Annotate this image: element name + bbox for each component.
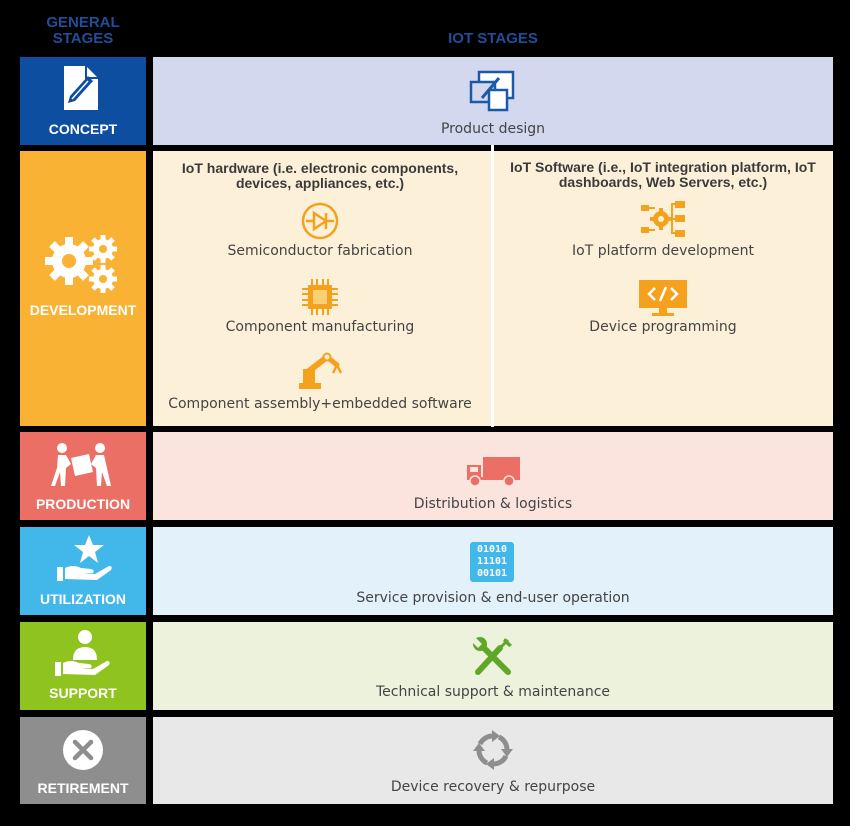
stage-label: DEVELOPMENT (29, 302, 137, 318)
diode-icon (301, 202, 339, 240)
service-provision-text: Service provision & end-user operation (356, 590, 630, 606)
hand-person-icon (55, 630, 110, 676)
device-recovery-text: Device recovery & repurpose (390, 779, 596, 795)
stage-label: UTILIZATION (39, 591, 127, 607)
column-divider (491, 145, 494, 427)
hardware-item-label: Component assembly+embedded software (168, 396, 472, 412)
binary-line: 11101 (476, 556, 508, 567)
stage-utilization: UTILIZATION (20, 527, 146, 615)
iot-stages-header: IOT STAGES (448, 30, 538, 47)
binary-data-icon: 01010 11101 00101 (470, 542, 514, 582)
hardware-heading: IoT hardware (i.e. electronic components… (181, 160, 459, 191)
workers-moving-box-icon (51, 443, 111, 486)
general-stages-header: GENERAL STAGES (46, 14, 120, 47)
gears-icon (45, 235, 117, 293)
stage-concept: CONCEPT (20, 57, 146, 145)
hardware-item-label: Semiconductor fabrication (227, 243, 413, 259)
stage-support: SUPPORT (20, 622, 146, 710)
platform-network-icon (641, 201, 685, 237)
technical-support-text: Technical support & maintenance (375, 684, 611, 700)
software-heading: IoT Software (i.e., IoT integration plat… (510, 159, 816, 190)
stage-development: DEVELOPMENT (20, 151, 146, 426)
hardware-item-label: Component manufacturing (225, 319, 415, 335)
stage-label: RETIREMENT (37, 780, 129, 796)
panel-device-recovery: Device recovery & repurpose (153, 717, 833, 804)
software-item-label: Device programming (589, 319, 737, 335)
stage-retirement: RETIREMENT (20, 717, 146, 804)
recycle-arrows-icon (473, 730, 513, 770)
panel-service-provision: 01010 11101 00101 Service provision & en… (153, 527, 833, 615)
x-circle-icon (63, 730, 103, 770)
stage-label: PRODUCTION (35, 496, 131, 512)
panel-technical-support: Technical support & maintenance (153, 622, 833, 710)
stage-label: SUPPORT (49, 685, 117, 701)
stage-label: CONCEPT (48, 121, 118, 137)
binary-line: 01010 (476, 544, 508, 555)
product-design-text: Product design (440, 121, 546, 137)
distribution-text: Distribution & logistics (413, 496, 573, 512)
stage-production: PRODUCTION (20, 432, 146, 520)
product-design-icon (469, 70, 515, 112)
document-pen-icon (64, 66, 98, 110)
panel-development: IoT hardware (i.e. electronic components… (153, 145, 833, 427)
software-item-label: IoT platform development (572, 243, 754, 259)
panel-product-design: Product design (153, 57, 833, 145)
wrench-screwdriver-icon (472, 637, 512, 675)
hand-star-icon (57, 535, 112, 581)
robot-arm-icon (299, 352, 343, 389)
chip-icon (302, 279, 338, 315)
truck-icon (467, 457, 520, 487)
panel-distribution: Distribution & logistics (153, 432, 833, 520)
binary-line: 00101 (476, 568, 508, 579)
code-monitor-icon (639, 280, 687, 316)
